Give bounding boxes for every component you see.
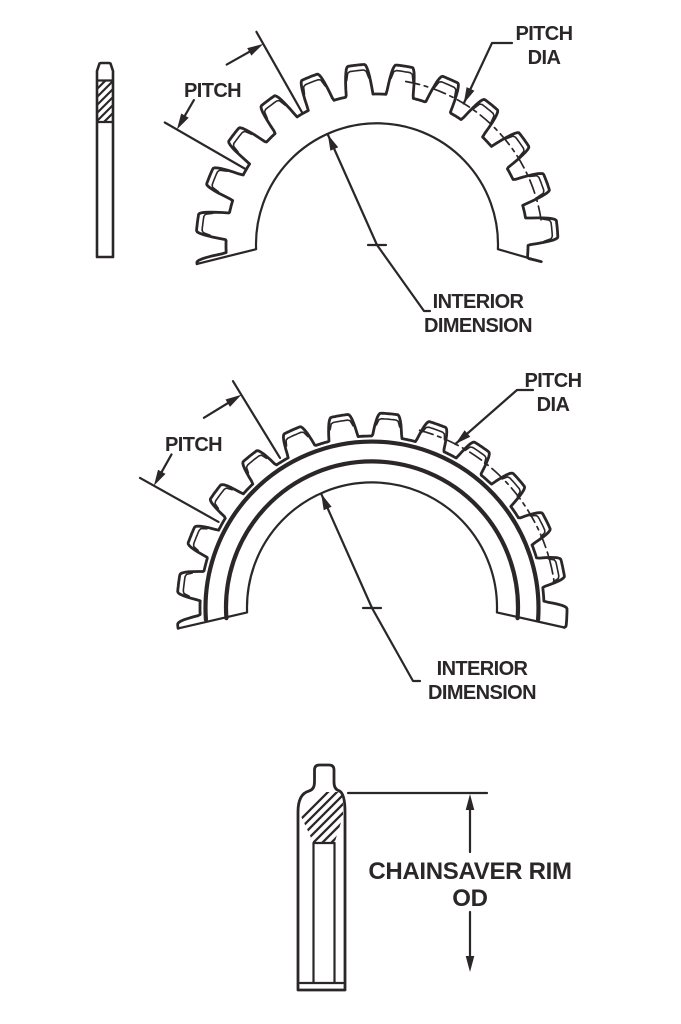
- pitch-label-chainsaver: PITCH: [165, 434, 223, 456]
- tooth-chamfer-line: [528, 174, 545, 199]
- tooth-chamfer-line: [214, 487, 233, 510]
- pitch-circle-arc: [418, 429, 556, 584]
- pitch-dia-label-standard: PITCH DIA: [512, 22, 576, 70]
- pitch-dia-arrowhead-icon: [463, 87, 475, 104]
- od-arrowhead-down-icon: [465, 956, 475, 972]
- tooth-chamfer-line: [329, 419, 354, 431]
- tooth-chamfer-line: [245, 454, 268, 474]
- chainsaver-rim-od-line1: CHAINSAVER RIM: [368, 858, 572, 885]
- hatch-line: [98, 81, 112, 98]
- tooth-chamfer-line: [285, 431, 309, 447]
- pitch-extension-line: [231, 380, 282, 459]
- interior-dimension-arrowhead-icon: [321, 493, 332, 511]
- interior-dimension-chainsaver-line1: INTERIOR: [436, 658, 528, 680]
- hatch-line: [302, 792, 343, 843]
- chainsaver-sprocket-dimension-lines: [138, 380, 535, 683]
- interior-dimension-leader-line: [320, 492, 422, 683]
- gear-teeth-outline: [176, 411, 569, 630]
- pitch-circle-arc: [404, 80, 543, 223]
- pitch-dia-label-standard-line1: PITCH: [515, 23, 573, 45]
- interior-dimension-arrowhead-icon: [327, 134, 339, 151]
- tooth-chamfer-line: [345, 69, 370, 82]
- pitch-extension-line: [255, 30, 304, 114]
- sprocket-side-view: [95, 61, 115, 259]
- interior-arc-and-cut-edges: [177, 481, 566, 630]
- od-arrowhead-up-icon: [465, 794, 475, 810]
- pitch-extension-line: [163, 121, 247, 171]
- rim-section-outline: [296, 763, 347, 992]
- standard-sprocket-dimension-lines: [163, 30, 514, 313]
- pitch-arrowhead-icon: [153, 469, 166, 486]
- pitch-extension-line: [138, 476, 220, 524]
- tooth-chamfer-line: [232, 130, 253, 153]
- interior-dimension-standard-line2: DIMENSION: [424, 315, 533, 337]
- rim-inner-arc: [223, 459, 521, 621]
- tooth-chamfer-line: [375, 417, 401, 428]
- pitch-dia-label-chainsaver: PITCH DIA: [521, 369, 585, 417]
- tooth-chamfer-line: [464, 446, 487, 465]
- tooth-chamfer-line: [505, 135, 525, 158]
- chainsaver-rim-od-line2: OD: [452, 885, 488, 912]
- tooth-chamfer-line: [192, 527, 208, 552]
- rim-hatching: [300, 786, 415, 852]
- interior-dimension-leader-line: [326, 133, 432, 313]
- hatch-line: [103, 112, 112, 121]
- chainsaver-rim-od-label: CHAINSAVER RIM OD: [350, 858, 590, 912]
- hatch-line: [98, 104, 112, 121]
- hatch-line: [98, 88, 112, 106]
- pitch-dia-label-chainsaver-line1: PITCH: [524, 370, 582, 392]
- pitch-dia-label-chainsaver-line2: DIA: [536, 394, 570, 416]
- interior-dimension-label-chainsaver: INTERIOR DIMENSION: [421, 657, 543, 705]
- pitch-label-standard: PITCH: [184, 80, 242, 102]
- hatch-line: [300, 792, 343, 843]
- hatch-line: [349, 786, 415, 852]
- hatch-line: [300, 792, 343, 843]
- pitch-dia-label-standard-line2: DIA: [527, 47, 561, 69]
- tooth-chamfer-line: [541, 218, 554, 242]
- hatch-line: [98, 81, 107, 90]
- tooth-chamfer-line: [501, 476, 521, 498]
- pitch-arrowhead-icon: [247, 43, 264, 56]
- tooth-chamfer-line: [472, 103, 495, 124]
- pitch-arrowhead-icon: [176, 113, 189, 130]
- tooth-chamfer-line: [529, 514, 546, 538]
- interior-dimension-standard-line1: INTERIOR: [432, 291, 524, 313]
- tooth-chamfer-line: [421, 426, 446, 441]
- hatch-line: [311, 792, 343, 843]
- tooth-chamfer-line: [302, 78, 326, 96]
- hatch-line: [338, 792, 343, 843]
- standard-sprocket-front-view: [195, 63, 560, 266]
- interior-dimension-label-standard: INTERIOR DIMENSION: [417, 290, 539, 338]
- tooth-chamfer-line: [390, 69, 414, 83]
- gear-teeth-outline: [195, 63, 560, 266]
- side-view-outline: [95, 61, 115, 259]
- hatch-line: [111, 120, 112, 121]
- pitch-dia-leader-line: [462, 41, 514, 105]
- side-view-hatching: [98, 81, 112, 121]
- pitch-arrowhead-icon: [225, 394, 242, 407]
- pitch-dia-leader-line: [454, 388, 535, 446]
- tooth-chamfer-line: [211, 169, 228, 193]
- chainsaver-sprocket-front-view: [176, 411, 569, 630]
- tooth-chamfer-line: [263, 99, 286, 120]
- tooth-chamfer-line: [182, 572, 193, 597]
- interior-dimension-chainsaver-line2: DIMENSION: [428, 682, 537, 704]
- tooth-chamfer-line: [547, 558, 560, 583]
- rim-od-dimension-lines: [346, 791, 489, 972]
- tooth-chamfer-line: [433, 81, 457, 98]
- hatch-line: [320, 792, 343, 843]
- interior-arc-and-cut-edges: [195, 122, 543, 265]
- rim-outer-arc: [203, 439, 541, 622]
- pitch-dia-arrowhead-icon: [455, 430, 471, 444]
- hatch-line: [98, 96, 112, 114]
- tooth-chamfer-line: [201, 212, 214, 237]
